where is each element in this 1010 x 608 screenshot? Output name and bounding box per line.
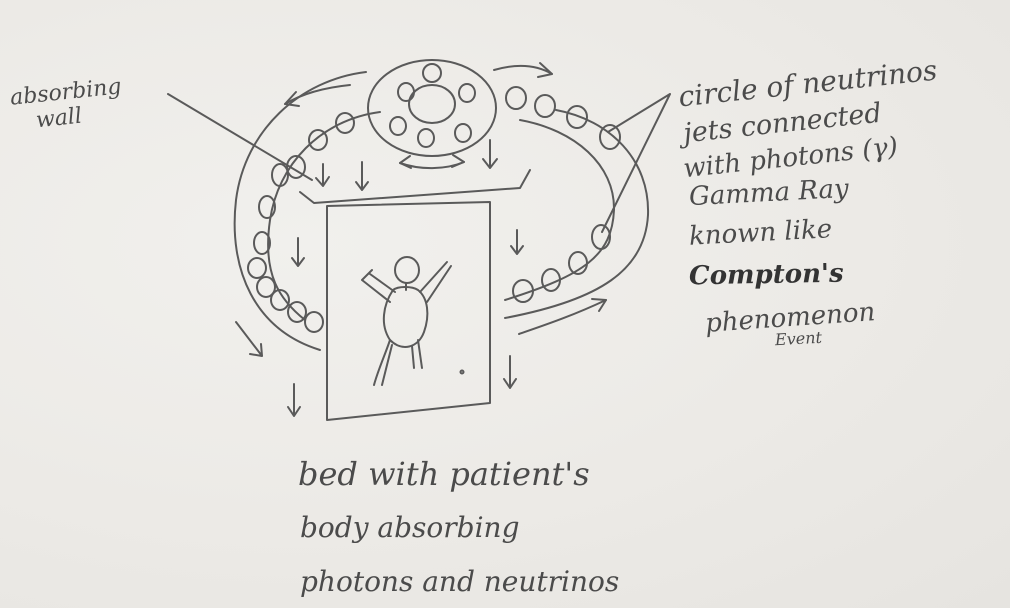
wall-pointer-line [168,94,312,180]
ring-label-line5: known like [688,216,832,249]
emitter-ring [368,60,496,156]
ring-label-line6: Compton's [689,261,844,290]
wall-label-line2: wall [35,106,83,133]
inner-ring-ellipse [268,112,614,320]
ring-pointer-line [602,94,670,232]
bed-outline [327,202,490,420]
collimator-bracket [300,170,530,203]
ring-beads-top-right [506,87,620,149]
down-arrows [236,140,523,416]
ring-label-line4: Gamma Ray [688,176,849,210]
bed-label-line1: bed with patient's [298,458,590,490]
ring-beads-lower-left [257,277,323,332]
patient-figure [362,257,464,385]
ring-label-line8: Event [775,330,823,348]
bed-label-line2: body absorbing [300,514,520,542]
bed-label-line3: photons and neutrinos [300,568,619,596]
rotation-arrows [285,63,606,334]
